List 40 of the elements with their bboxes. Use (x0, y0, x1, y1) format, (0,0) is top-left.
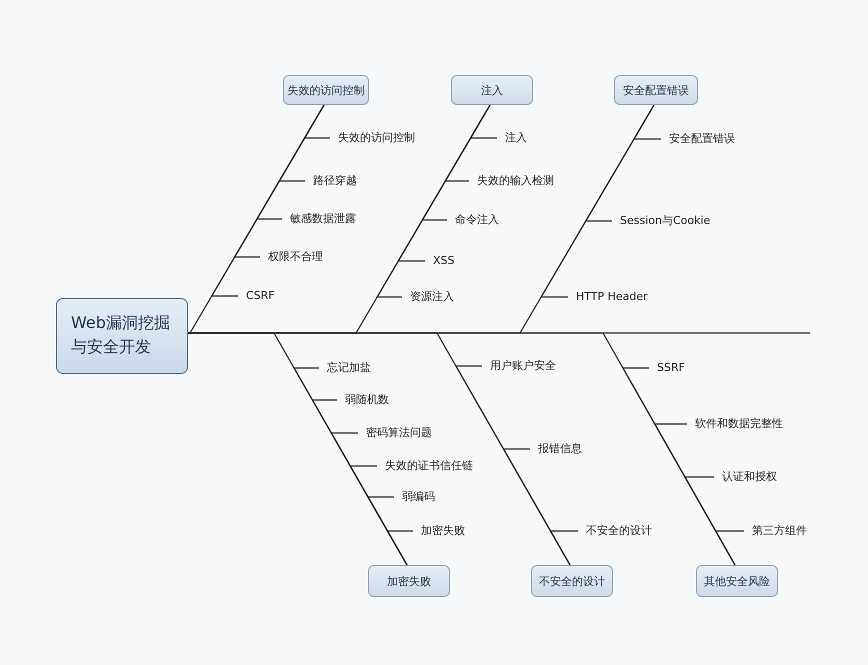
category-box: 失效的访问控制 (283, 75, 369, 105)
category-box: 安全配置错误 (614, 75, 698, 105)
cause-label: 第三方组件 (752, 523, 807, 539)
cause-label: SSRF (657, 360, 685, 376)
cause-label: 加密失败 (421, 523, 465, 539)
category-box: 其他安全风险 (696, 565, 778, 597)
cause-label: Session与Cookie (620, 213, 710, 229)
cause-label: 路径穿越 (313, 173, 357, 189)
cause-label: 权限不合理 (268, 249, 323, 265)
effect-box (56, 298, 188, 374)
bone-line (376, 104, 491, 298)
cause-label: 认证和授权 (722, 469, 777, 485)
bone-line (549, 530, 578, 566)
cause-label: CSRF (246, 288, 275, 304)
cause-label: 资源注入 (410, 289, 454, 305)
cause-label: 密码算法问题 (366, 425, 432, 441)
cause-label: 失效的输入检测 (477, 173, 554, 189)
cause-label: 敏感数据泄露 (290, 211, 356, 227)
cause-label: 用户账户安全 (490, 358, 556, 374)
cause-label: 不安全的设计 (586, 523, 652, 539)
cause-label: 命令注入 (455, 212, 499, 228)
cause-label: 失效的访问控制 (338, 130, 415, 146)
bone-line (386, 530, 413, 566)
cause-label: 注入 (505, 130, 527, 146)
category-box: 注入 (451, 75, 533, 105)
bone-line (210, 104, 325, 297)
bone-line (714, 530, 744, 566)
category-box: 不安全的设计 (531, 565, 613, 597)
cause-label: 弱随机数 (345, 392, 389, 408)
cause-label: XSS (433, 253, 455, 269)
cause-label: 安全配置错误 (669, 131, 735, 147)
cause-label: 软件和数据完整性 (695, 416, 783, 432)
cause-label: 弱编码 (402, 489, 435, 505)
cause-label: HTTP Header (576, 289, 648, 305)
bone-line (540, 104, 655, 298)
cause-label: 报错信息 (538, 441, 582, 457)
cause-label: 失效的证书信任链 (385, 458, 473, 474)
effect-title: Web漏洞挖掘与安全开发 (71, 312, 171, 358)
cause-label: 忘记加盐 (327, 360, 371, 376)
category-box: 加密失败 (368, 565, 450, 597)
